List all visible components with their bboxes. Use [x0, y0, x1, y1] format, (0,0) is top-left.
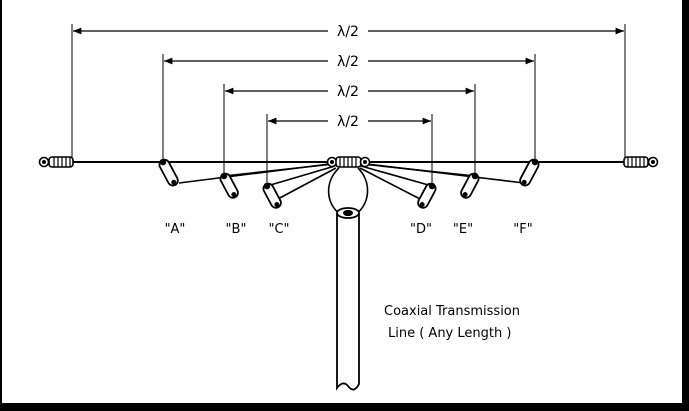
tap-clamp-a [158, 158, 179, 187]
coaxial-cable [336, 207, 360, 391]
left-end-insulator [38, 156, 74, 168]
dimension-label-outer: λ/2 [337, 24, 359, 40]
dimension-lines [73, 27, 624, 125]
cable-label-line2: Line ( Any Length ) [388, 326, 511, 341]
tap-label-f: "F" [513, 222, 532, 237]
right-end-insulator [623, 156, 659, 168]
diagram-canvas: λ/2 λ/2 λ/2 λ/2 [2, 0, 682, 403]
tap-label-e: "E" [453, 222, 473, 237]
cable-label-line1: Coaxial Transmission [384, 304, 520, 319]
tap-label-c: "C" [268, 222, 289, 237]
tap-clamp-f [519, 158, 540, 187]
tap-label-b: "B" [226, 222, 247, 237]
feed-lines [178, 162, 525, 201]
tap-clamp-c [262, 182, 282, 209]
tap-clamp-b [219, 172, 239, 199]
tap-clamp-d [417, 182, 437, 209]
dimension-label-second: λ/2 [337, 54, 359, 70]
coax-leads [327, 167, 369, 215]
dipole-antenna-diagram: λ/2 λ/2 λ/2 λ/2 [38, 24, 659, 391]
dimension-label-third: λ/2 [337, 84, 359, 100]
tap-clamps [158, 158, 540, 209]
dimension-label-inner: λ/2 [337, 114, 359, 130]
extension-lines [71, 24, 626, 186]
center-insulator [326, 156, 371, 168]
tap-label-d: "D" [410, 222, 432, 237]
tap-label-a: "A" [165, 222, 186, 237]
tap-clamp-e [460, 172, 480, 199]
